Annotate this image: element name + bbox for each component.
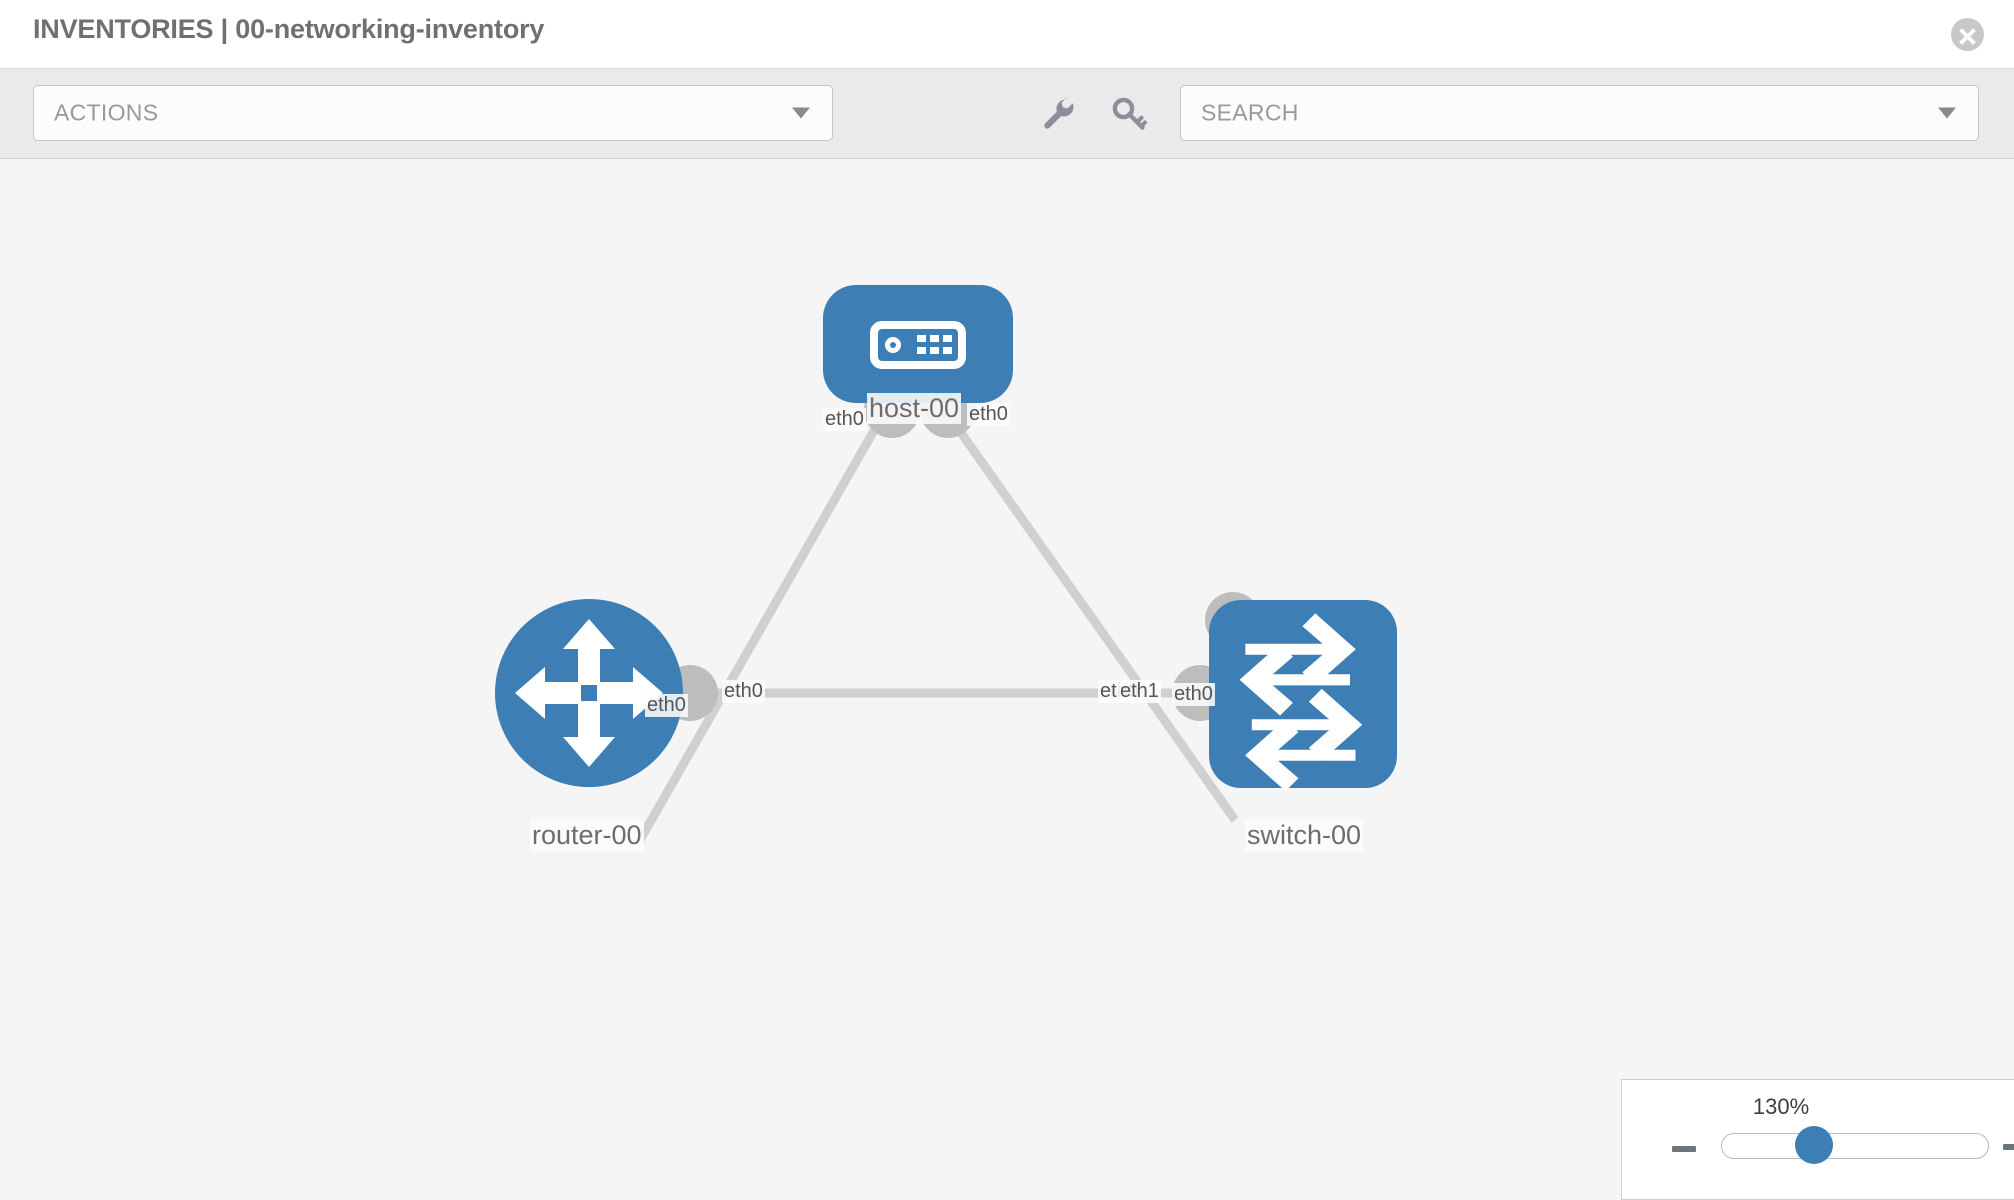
toolbar: ACTIONS SEARCH xyxy=(0,69,2014,159)
node-label-host-00: host-00 xyxy=(867,393,962,424)
actions-dropdown-label: ACTIONS xyxy=(54,99,159,126)
search-placeholder: SEARCH xyxy=(1201,99,1299,126)
search-input[interactable]: SEARCH xyxy=(1180,85,1979,141)
server-icon xyxy=(870,321,966,369)
topology-node-router-00 xyxy=(495,599,683,787)
close-icon[interactable] xyxy=(1951,18,1984,51)
zoom-out-button[interactable] xyxy=(1672,1146,1696,1152)
iface-label: eth0 xyxy=(967,403,1010,426)
iface-label: eth0 xyxy=(722,680,765,703)
zoom-in-button[interactable] xyxy=(2003,1133,2014,1161)
zoom-slider-thumb[interactable] xyxy=(1795,1126,1833,1164)
topology-canvas[interactable]: host-00 router-00 switch-00 eth0 eth0 et… xyxy=(0,160,2014,1200)
iface-label: eth0 xyxy=(823,408,866,431)
iface-label: eth1 xyxy=(1118,680,1161,703)
page-header: INVENTORIES | 00-networking-inventory xyxy=(0,0,2014,69)
iface-label: eth0 xyxy=(645,694,688,717)
topology-links xyxy=(636,417,1239,843)
page-title: INVENTORIES | 00-networking-inventory xyxy=(33,14,545,44)
zoom-slider-track[interactable] xyxy=(1721,1133,1989,1159)
zoom-level-value: 130% xyxy=(1752,1094,1810,1119)
wrench-icon[interactable] xyxy=(1040,95,1078,133)
topology-node-switch-00 xyxy=(1209,600,1397,792)
chevron-down-icon xyxy=(792,107,810,119)
node-label-router-00: router-00 xyxy=(530,820,644,851)
node-label-switch-00: switch-00 xyxy=(1245,820,1364,851)
topology-endpoints xyxy=(662,382,1261,721)
switch-icon xyxy=(1239,613,1363,792)
chevron-down-icon xyxy=(1938,107,1956,119)
key-icon[interactable] xyxy=(1110,95,1148,133)
actions-dropdown[interactable]: ACTIONS xyxy=(33,85,833,141)
topology-node-host-00 xyxy=(823,285,1013,403)
iface-label: eth0 xyxy=(1172,683,1215,706)
zoom-control-panel: 130% xyxy=(1621,1079,2014,1200)
